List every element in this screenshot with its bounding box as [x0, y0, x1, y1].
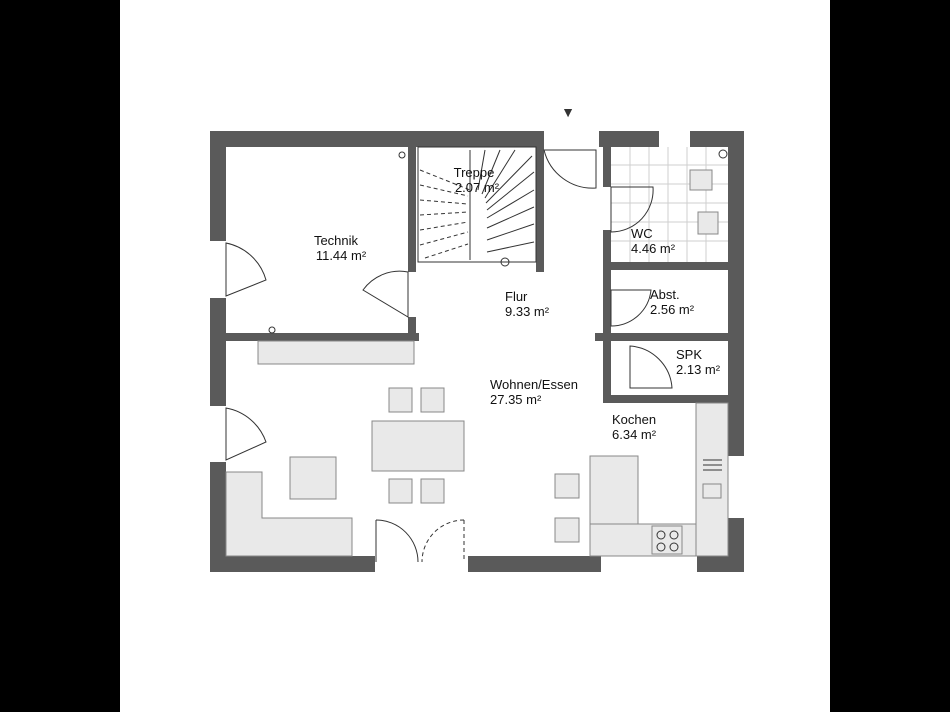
room-name-wohnen-essen: Wohnen/Essen: [490, 377, 578, 392]
room-name-wc: WC: [631, 226, 653, 241]
washbasin-fixture: [697, 211, 719, 235]
room-name-flur: Flur: [505, 289, 528, 304]
room-area-treppe: 2.07 m²: [455, 180, 500, 195]
technik-symbol: [398, 151, 406, 159]
plan-background: [120, 0, 830, 712]
door-swings: [225, 149, 673, 563]
technik-floor-symbol: [268, 326, 276, 334]
room-name-spk: SPK: [676, 347, 702, 362]
room-area-abst: 2.56 m²: [650, 302, 695, 317]
entrance-marker: ▼: [561, 104, 575, 120]
interior-walls: [226, 147, 728, 403]
toilet-fixture: [689, 169, 713, 191]
room-area-wohnen-essen: 27.35 m²: [490, 392, 542, 407]
room-name-treppe: Treppe: [454, 165, 495, 180]
furniture: [225, 340, 729, 557]
wc-drain-symbol: [718, 149, 728, 159]
room-area-technik: 11.44 m²: [316, 248, 367, 263]
room-area-flur: 9.33 m²: [505, 304, 550, 319]
room-area-spk: 2.13 m²: [676, 362, 721, 377]
staircase: [417, 146, 537, 267]
room-name-kochen: Kochen: [612, 412, 656, 427]
room-name-technik: Technik: [314, 233, 359, 248]
room-area-kochen: 6.34 m²: [612, 427, 657, 442]
room-name-abst: Abst.: [650, 287, 680, 302]
wc-tile-grid: [611, 147, 728, 262]
exterior-walls: [210, 131, 744, 572]
room-area-wc: 4.46 m²: [631, 241, 676, 256]
